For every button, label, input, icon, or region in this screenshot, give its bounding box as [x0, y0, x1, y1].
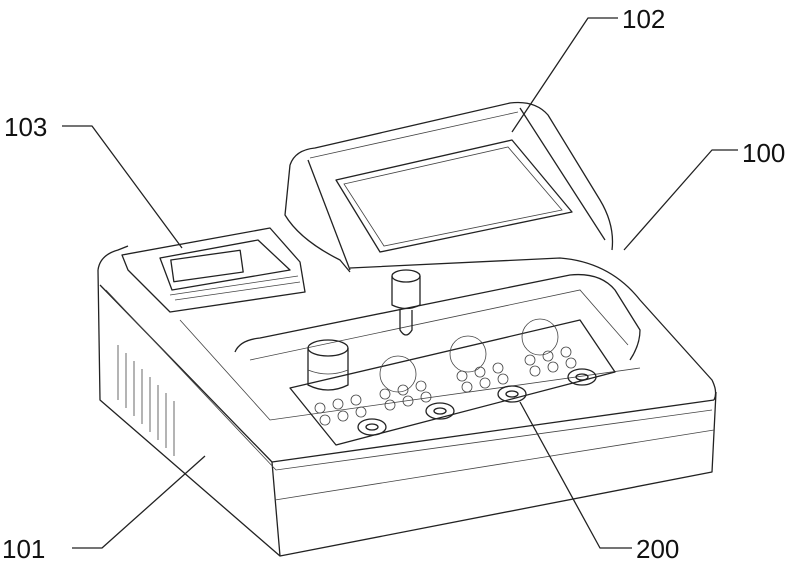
label-102: 102: [622, 4, 665, 34]
label-101: 101: [2, 534, 45, 564]
leader-lines: [62, 17, 738, 549]
printer-unit: [121, 227, 306, 313]
sample-panel: [289, 318, 616, 446]
screen-display: [335, 139, 573, 253]
label-100: 100: [742, 138, 785, 168]
device-body: [97, 101, 717, 557]
label-103: 103: [4, 112, 47, 142]
knob-icon: [307, 339, 349, 391]
knob-icon: [391, 269, 421, 336]
vent-icon: [117, 345, 175, 456]
label-200: 200: [636, 534, 679, 564]
